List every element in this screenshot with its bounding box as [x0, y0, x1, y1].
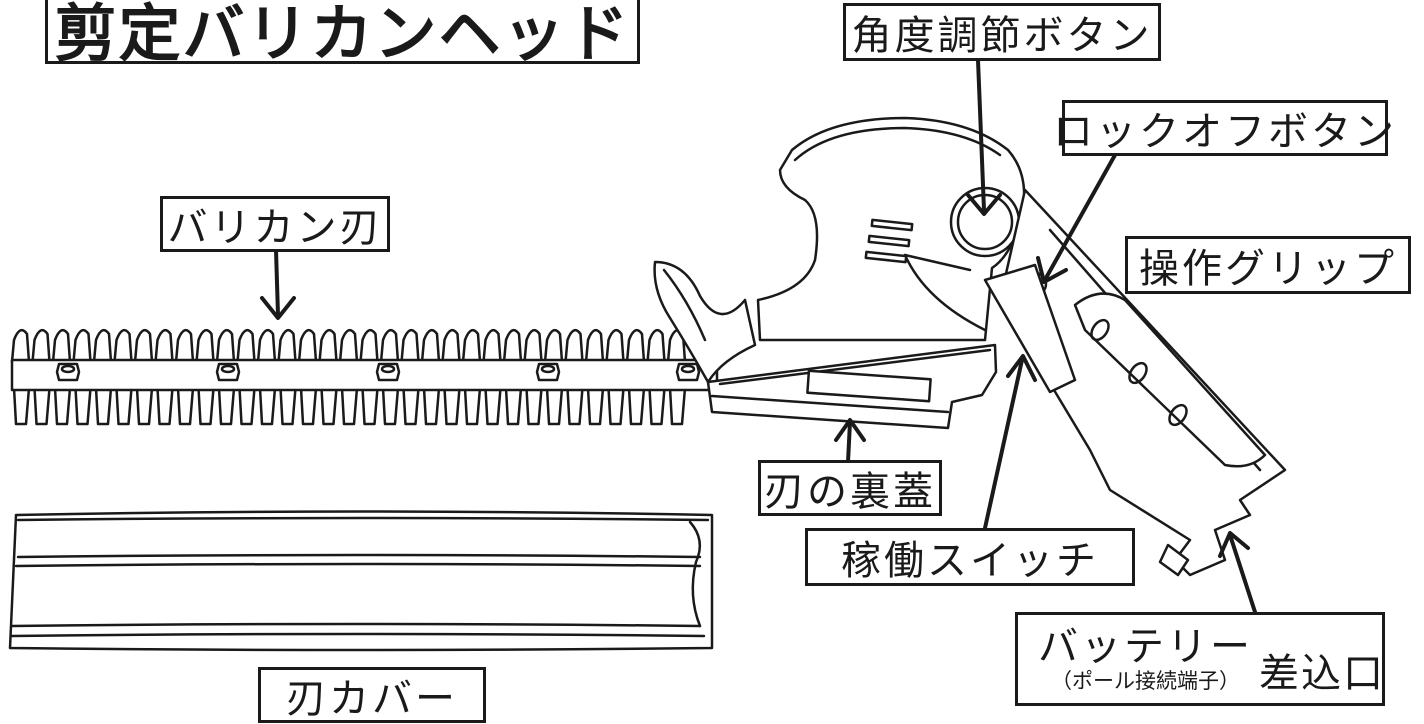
battery-left-group: バッテリー （ポール接続端子） — [1038, 627, 1253, 692]
battery-main-text: バッテリー — [1038, 623, 1253, 670]
battery-port-label: バッテリー （ポール接続端子） 差込口 — [1015, 612, 1385, 706]
switch-label: 稼働スイッチ — [805, 528, 1135, 586]
lock-off-button-text: ロックオフボタン — [1053, 109, 1397, 155]
clipper-blade-text: バリカン刃 — [167, 205, 383, 251]
title-label: 剪定バリカンヘッド — [45, 0, 640, 70]
grip-text: 操作グリップ — [1139, 246, 1397, 292]
clipper-blade-label: バリカン刃 — [160, 196, 390, 252]
clipper-blade-drawing — [10, 328, 719, 426]
angle-button-label: 角度調節ボタン — [843, 3, 1161, 61]
blade-back-cover-text: 刃の裏蓋 — [764, 469, 936, 515]
battery-sub-text: （ポール接続端子） — [1051, 668, 1240, 693]
blade-cover-drawing — [8, 510, 714, 652]
grip-label: 操作グリップ — [1125, 236, 1411, 294]
switch-text: 稼働スイッチ — [841, 538, 1099, 584]
trimmer-body-drawing — [653, 116, 1287, 577]
lock-off-button-label: ロックオフボタン — [1053, 100, 1394, 156]
arrows — [260, 58, 1257, 614]
angle-button-text: 角度調節ボタン — [851, 13, 1153, 59]
blade-back-cover-label: 刃の裏蓋 — [758, 460, 942, 516]
title-text: 剪定バリカンヘッド — [54, 0, 631, 70]
blade-cover-text: 刃カバー — [286, 676, 458, 722]
blade-cover-label: 刃カバー — [258, 667, 486, 723]
battery-suffix-text: 差込口 — [1259, 651, 1385, 697]
